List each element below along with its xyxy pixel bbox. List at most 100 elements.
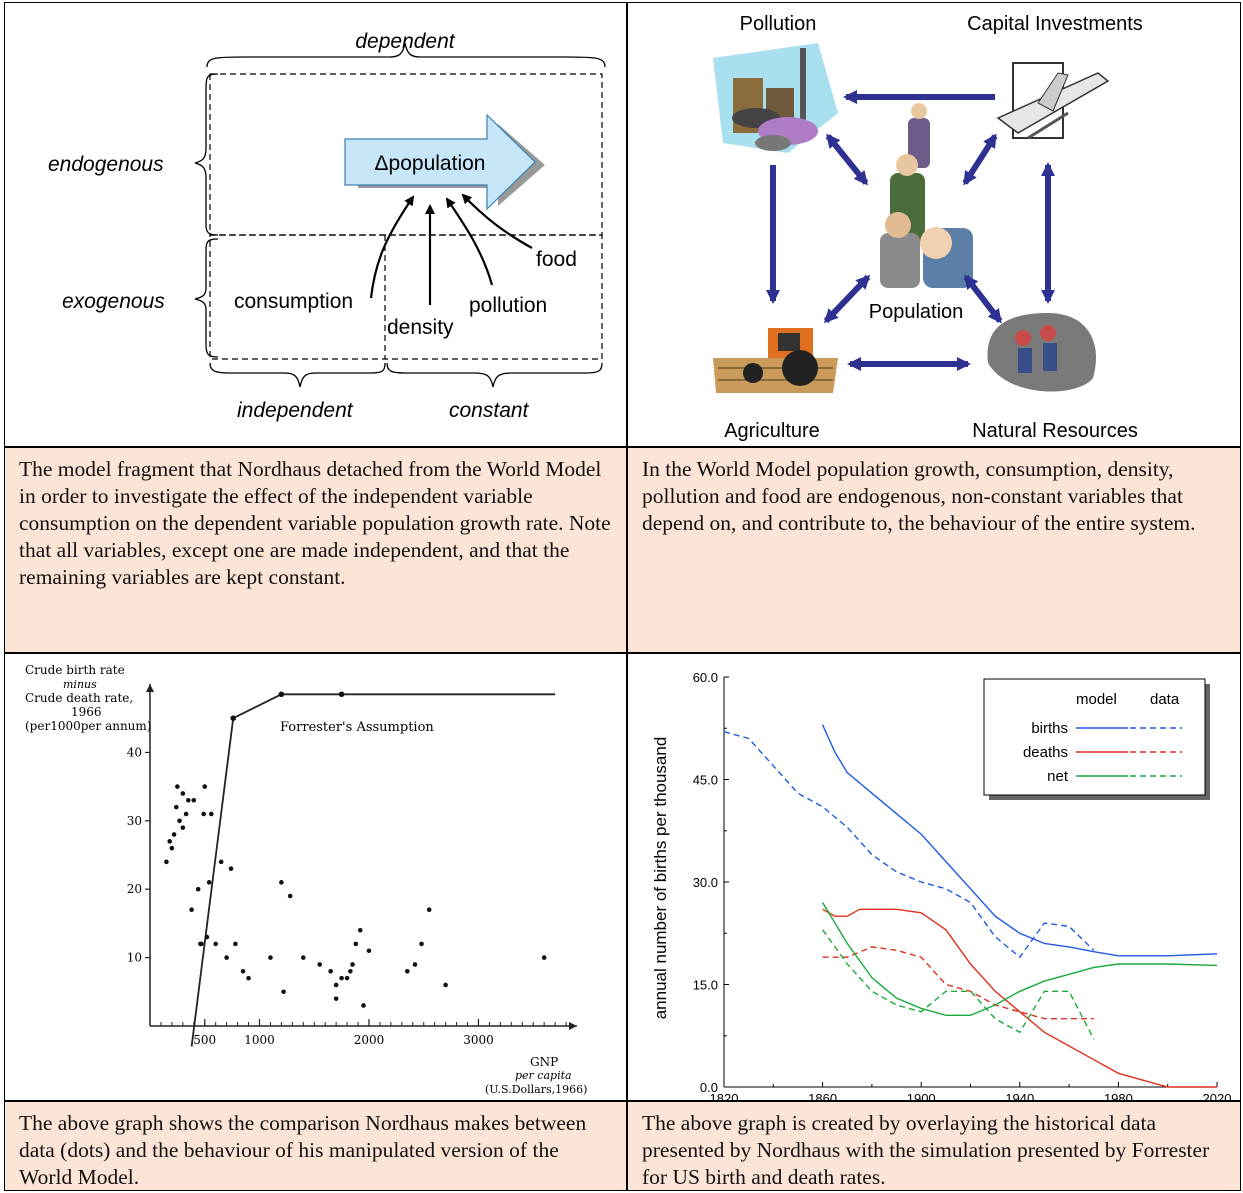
dependent-brace	[206, 42, 606, 68]
chart1-y-axis-arrowhead	[146, 684, 154, 692]
chart2-x-tick-label: 2020	[1203, 1091, 1232, 1100]
chart1-data-point	[404, 968, 410, 974]
chart1-x-tick-label: 1000	[244, 1033, 275, 1047]
chart1-data-point	[317, 962, 323, 967]
caption-forrester-graph: The above graph is created by overlaying…	[628, 1102, 1240, 1190]
model-fragment-panel: dependent endogenous exogenous independe…	[5, 3, 626, 446]
chart1-data-point	[180, 791, 186, 796]
chart2-legend: model data births deaths net	[983, 678, 1210, 800]
chart2-line-births-model	[821, 724, 1218, 957]
chart1-data-point	[328, 968, 333, 974]
chart2-line-deaths-data	[822, 946, 1094, 1020]
chart1-data-point	[333, 982, 339, 988]
chart1-y-tick-label: 40	[127, 745, 142, 759]
chart1-data-point	[268, 955, 273, 960]
label-consumption: consumption	[234, 290, 353, 313]
chart1-data-point	[344, 975, 350, 981]
exogenous-brace	[194, 238, 219, 358]
chart1-curve-vertex	[230, 715, 237, 721]
chart1-x-tick-label: 500	[193, 1033, 216, 1047]
legend-box	[983, 678, 1206, 796]
chart1-data-point	[228, 866, 234, 871]
chart1-data-point	[366, 948, 372, 954]
chart1-data-point	[175, 784, 180, 789]
chart1-data-point	[357, 927, 363, 933]
exogenous-box	[209, 234, 603, 360]
constant-brace	[386, 362, 603, 388]
label-population-node: Population	[869, 301, 964, 323]
chart1-data-point	[204, 934, 210, 940]
label-pollution-node: Pollution	[740, 13, 817, 35]
chart1-ylabel-line-4: 1966	[71, 705, 102, 719]
legend-header-model: model	[1076, 691, 1117, 708]
legend-label-births: births	[1031, 720, 1068, 737]
chart1-data-point	[191, 797, 197, 803]
chart1-x-axis-arrowhead	[569, 1022, 577, 1030]
chart1-data-point	[195, 886, 201, 892]
independent-brace	[209, 362, 386, 388]
world-model-diagram: Pollution Capital Investments Population…	[713, 13, 1143, 442]
chart1-x-tick-label: 3000	[463, 1033, 494, 1047]
chart1-data-point	[300, 955, 306, 960]
chart1-data-point	[348, 968, 353, 974]
chart1-data-point	[339, 975, 344, 981]
legend-header-data: data	[1150, 691, 1180, 708]
row-divider-3	[4, 1100, 1241, 1102]
chart1-data-point	[209, 811, 214, 817]
row-divider-1	[4, 446, 1241, 448]
chart1-data-point	[171, 832, 177, 837]
label-endogenous: endogenous	[48, 153, 164, 176]
chart1-data-point	[213, 941, 218, 947]
chart1-data-point	[541, 955, 547, 960]
chart1-x-tick-label: 2000	[354, 1033, 385, 1047]
chart1-data-point	[201, 811, 206, 817]
chart1-xlabel-line-3: (U.S.Dollars,1966)	[485, 1083, 587, 1096]
model-fragment-diagram: dependent endogenous exogenous independe…	[48, 30, 606, 422]
natural-resources-icon	[987, 313, 1096, 392]
chart1-data-point	[412, 962, 418, 967]
chart1-data-point	[443, 982, 448, 988]
chart1-data-point	[333, 996, 339, 1001]
chart1-ylabel-line-2: minus	[63, 678, 97, 691]
chart1-data-point	[164, 859, 169, 865]
chart1-ylabel-line-5: (per1000per annum)	[25, 719, 151, 733]
chart1-data-point	[233, 941, 238, 947]
chart2-y-tick-label: 30.0	[693, 875, 718, 890]
arrow-pollution-population	[825, 133, 869, 186]
food-arrow	[461, 193, 533, 249]
chart1-data-point	[426, 907, 432, 913]
chart2-y-tick-label: 0.0	[700, 1080, 718, 1095]
population-arrow	[344, 113, 536, 211]
legend-label-net: net	[1047, 768, 1069, 785]
chart2-x-tick-label: 1860	[808, 1091, 837, 1100]
legend-label-deaths: deaths	[1023, 744, 1068, 761]
consumption-arrow	[369, 195, 415, 299]
label-dependent: dependent	[355, 30, 455, 53]
chart1-data-point	[183, 811, 189, 817]
chart2-y-tick-label: 60.0	[693, 670, 718, 685]
label-agriculture-node: Agriculture	[724, 420, 820, 442]
figure-grid	[4, 2, 1241, 1191]
chart1-data-point	[353, 941, 359, 947]
chart2-ylabel: annual number of births per thousand	[651, 737, 670, 1020]
population-icon	[880, 103, 973, 288]
chart1-y-tick-label: 10	[127, 951, 142, 965]
chart1-data-point	[279, 880, 284, 885]
label-density: density	[387, 316, 454, 339]
agriculture-icon	[713, 328, 838, 393]
label-resources-node: Natural Resources	[972, 420, 1138, 442]
chart2-x-tick-label: 1820	[710, 1091, 739, 1100]
chart1-data-point	[224, 955, 229, 960]
world-model-panel: Pollution Capital Investments Population…	[628, 3, 1240, 446]
chart2-line-net-model	[822, 902, 1218, 1016]
chart1-ylabel-line-3: Crude death rate,	[25, 691, 133, 705]
chart1-data-point	[246, 975, 251, 981]
pollution-arrow	[445, 197, 494, 286]
chart1-xlabel-line-2: per capita	[515, 1069, 572, 1082]
label-capital-node: Capital Investments	[967, 13, 1143, 35]
chart1-data-point	[240, 968, 246, 974]
chart1-data-point	[186, 797, 191, 803]
chart1-data-point	[169, 845, 175, 851]
